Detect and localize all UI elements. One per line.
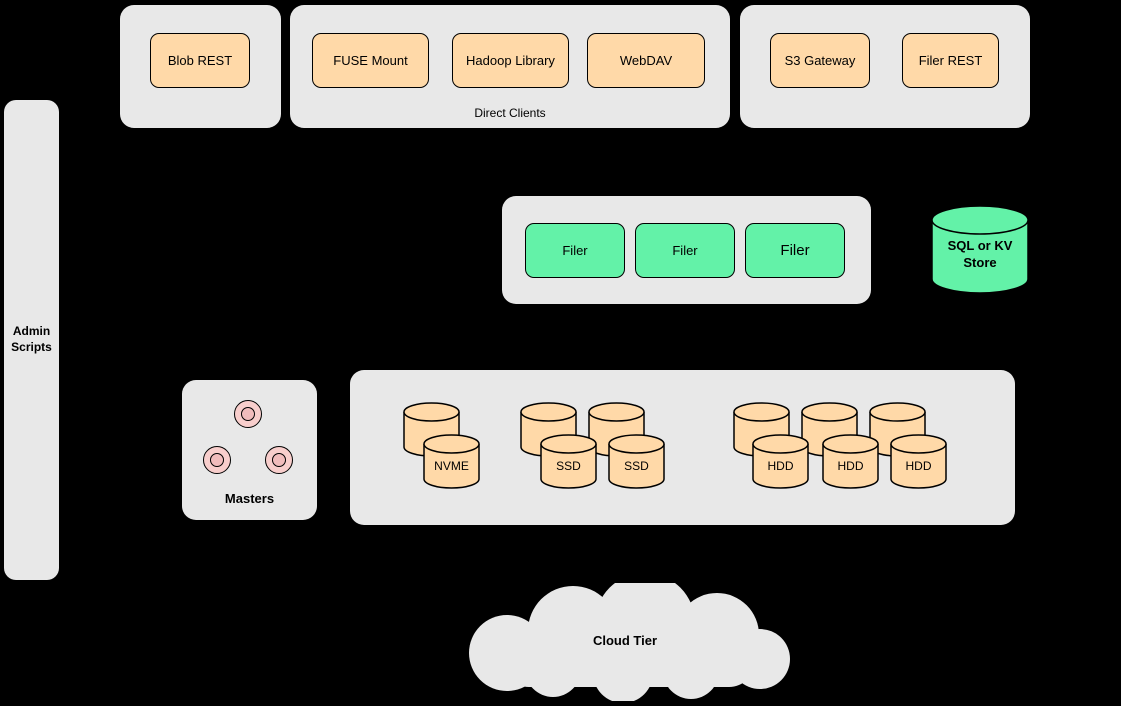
ssd-label: SSD	[624, 459, 649, 473]
node-s3-gateway: S3 Gateway	[770, 33, 870, 88]
node-fuse-mount: FUSE Mount	[312, 33, 429, 88]
cloud-tier-shape: Cloud Tier	[435, 573, 815, 703]
hdd-label: HDD	[905, 459, 932, 473]
direct-clients-group: FUSE Mount Hadoop Library WebDAV Direct …	[290, 5, 730, 128]
nvme-cylinder: NVME	[423, 434, 480, 489]
master-node-icon	[234, 400, 262, 428]
nvme-label: NVME	[434, 459, 469, 473]
masters-group: Masters	[182, 380, 317, 520]
admin-scripts-label: Admin Scripts	[11, 324, 52, 354]
hdd-cylinder: HDD	[752, 434, 809, 489]
ssd-cylinder: SSD	[608, 434, 665, 489]
hdd-label: HDD	[767, 459, 794, 473]
disk-cylinder-icon	[890, 434, 947, 489]
gateway-group: S3 Gateway Filer REST	[740, 5, 1030, 128]
disk-cylinder-icon	[822, 434, 879, 489]
ssd-label: SSD	[556, 459, 581, 473]
master-node-inner-icon	[241, 407, 255, 421]
direct-clients-caption: Direct Clients	[474, 106, 546, 120]
master-node-icon	[265, 446, 293, 474]
ssd-cylinder: SSD	[540, 434, 597, 489]
blob-group: Blob REST	[120, 5, 281, 128]
master-node-icon	[203, 446, 231, 474]
master-node-inner-icon	[272, 453, 286, 467]
filer-group: Filer Filer Filer	[502, 196, 871, 304]
disk-cylinder-icon	[423, 434, 480, 489]
cloud-icon	[469, 573, 790, 703]
sql-kv-store-label: SQL or KV Store	[947, 238, 1013, 270]
node-blob-rest: Blob REST	[150, 33, 250, 88]
hdd-cylinder: HDD	[822, 434, 879, 489]
admin-scripts-panel: Admin Scripts	[4, 100, 59, 580]
sql-kv-store-cylinder: SQL or KV Store	[931, 205, 1029, 295]
hdd-cylinder: HDD	[890, 434, 947, 489]
disk-cylinder-icon	[608, 434, 665, 489]
database-cylinder-icon	[931, 205, 1029, 294]
node-filer-2: Filer	[635, 223, 735, 278]
node-filer-1: Filer	[525, 223, 625, 278]
node-hadoop-library: Hadoop Library	[452, 33, 569, 88]
hdd-label: HDD	[837, 459, 864, 473]
disk-cylinder-icon	[540, 434, 597, 489]
cloud-tier-label: Cloud Tier	[592, 633, 658, 648]
node-filer-3: Filer	[745, 223, 845, 278]
disk-cylinder-icon	[752, 434, 809, 489]
node-webdav: WebDAV	[587, 33, 705, 88]
volume-servers-group: NVME SSD SSD	[350, 370, 1015, 525]
master-node-inner-icon	[210, 453, 224, 467]
node-filer-rest: Filer REST	[902, 33, 999, 88]
masters-label: Masters	[224, 491, 275, 506]
